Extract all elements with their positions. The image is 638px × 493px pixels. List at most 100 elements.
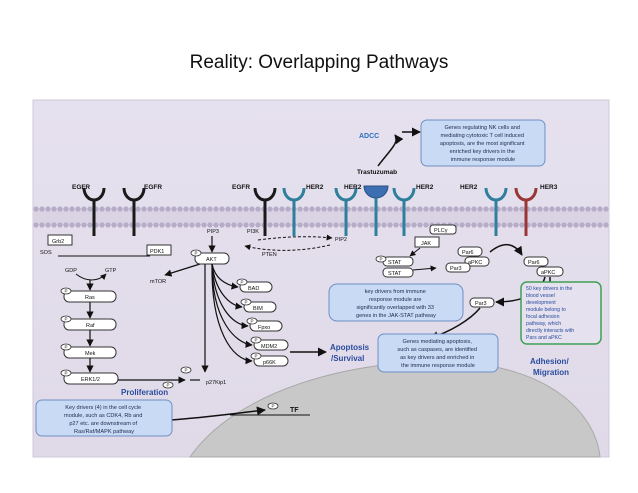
membrane-bead — [105, 206, 111, 212]
slide-title: Reality: Overlapping Pathways — [189, 52, 449, 73]
callout-nk-line-4: enriched key drivers in the — [450, 149, 515, 155]
membrane-bead — [213, 222, 219, 228]
callout-jakstat-line-3: significantly overlapped with 33 — [357, 305, 434, 311]
svg-text:P: P — [245, 300, 248, 305]
callout-blood-line-6: pathway, which — [526, 321, 561, 327]
membrane-bead — [51, 222, 57, 228]
membrane-bead — [561, 222, 567, 228]
pten-label: PTEN — [262, 252, 277, 258]
membrane-bead — [153, 222, 159, 228]
her2-receptor-1 — [282, 187, 306, 236]
phospho-ras: P — [60, 287, 72, 295]
svg-text:P: P — [65, 345, 68, 350]
membrane-bead — [141, 206, 147, 212]
membrane-bead — [561, 206, 567, 212]
membrane-bead — [549, 222, 555, 228]
her2-label-2: HER2 — [344, 184, 362, 191]
membrane-bead — [219, 222, 225, 228]
membrane-bead — [369, 206, 375, 212]
membrane-bead — [393, 206, 399, 212]
membrane-bead — [189, 206, 195, 212]
membrane-bead — [225, 206, 231, 212]
svg-text:P: P — [65, 289, 68, 294]
her2-label-4: HER2 — [460, 184, 478, 191]
jak-label: JAK — [421, 241, 431, 247]
svg-text:P: P — [195, 251, 198, 256]
membrane-bead — [285, 206, 291, 212]
membrane-bead — [219, 206, 225, 212]
membrane-bead — [45, 206, 51, 212]
membrane-bead — [39, 206, 45, 212]
svg-text:P: P — [272, 404, 275, 409]
membrane-bead — [357, 222, 363, 228]
callout-caspase-line-4: the immune response module — [401, 363, 475, 369]
membrane-bead — [471, 222, 477, 228]
akt-mtor-arrow — [164, 263, 201, 277]
membrane-bead — [507, 206, 513, 212]
membrane-bead — [69, 206, 75, 212]
callout-blood-vessel: 50 key drivers in the blood vessel devel… — [520, 281, 602, 345]
membrane-bead — [333, 206, 339, 212]
svg-text:P: P — [380, 257, 383, 262]
membrane-bead — [117, 206, 123, 212]
stat-out-arrow — [412, 265, 437, 272]
membrane-bead — [81, 222, 87, 228]
p66k-node — [253, 355, 289, 367]
membrane-bead — [273, 206, 279, 212]
membrane-bead — [417, 222, 423, 228]
trastuzumab-antibody — [363, 185, 389, 236]
egfr-label-1: EGFR — [72, 184, 90, 191]
adhesion-label-2: Migration — [533, 368, 569, 377]
egfr-receptor-2 — [122, 187, 146, 236]
membrane-bead — [417, 206, 423, 212]
phospho-stat: P — [375, 255, 387, 263]
membrane-bead — [501, 206, 507, 212]
callout-cell-cycle: Key drivers (4) in the cell cycle module… — [35, 399, 173, 437]
pdk1-label: PDK1 — [150, 249, 164, 255]
callout-caspase-line-2: such as caspases, are identified — [397, 347, 477, 353]
pip-conversion-arrow — [257, 234, 333, 241]
membrane-bead — [171, 206, 177, 212]
phospho-p27: P — [180, 366, 192, 374]
membrane-bead — [447, 206, 453, 212]
gtp-label: GTP — [105, 268, 117, 274]
membrane-bead — [459, 206, 465, 212]
membrane-bead — [351, 222, 357, 228]
callout-blood-line-5: focal adhesion — [526, 314, 560, 320]
svg-text:Genes regulating NK cells and: Genes regulating NK cells and mediating … — [440, 125, 526, 163]
membrane-bead — [411, 206, 417, 212]
egfr-label-2: EGFR — [144, 184, 162, 191]
membrane-bead — [567, 222, 573, 228]
her2-label-3: HER2 — [416, 184, 434, 191]
membrane-bead — [501, 222, 507, 228]
akt-bim-arrow — [211, 263, 243, 310]
membrane-bead — [531, 222, 537, 228]
membrane-bead — [243, 206, 249, 212]
par6-label-2: Par6 — [528, 260, 540, 266]
membrane-bead — [309, 222, 315, 228]
callout-cellcycle-line-1: Key drivers (4) in the cell cycle — [65, 405, 141, 411]
membrane-bead — [123, 206, 129, 212]
membrane-bead — [177, 206, 183, 212]
callout-cellcycle-line-3: p27 etc. are downstream of — [69, 421, 137, 427]
callout-caspase-line-3: as key drivers and enriched in — [400, 355, 474, 361]
membrane-bead — [255, 222, 261, 228]
membrane-bead — [423, 206, 429, 212]
membrane-bead — [531, 206, 537, 212]
par3-label-1: Par3 — [450, 266, 462, 272]
membrane-bead — [591, 222, 597, 228]
membrane-bead — [441, 206, 447, 212]
membrane-bead — [63, 206, 69, 212]
membrane-bead — [603, 206, 609, 212]
p66k-label: p66K — [263, 360, 276, 366]
membrane-bead — [321, 222, 327, 228]
par6-node-1 — [457, 246, 483, 257]
adcc-arrow — [377, 134, 404, 167]
membrane-bead — [309, 206, 315, 212]
membrane-bead — [477, 222, 483, 228]
membrane-bead — [381, 206, 387, 212]
akt-fpxo-arrow — [211, 263, 249, 330]
callout-blood-line-3: development — [526, 300, 556, 306]
membrane-bead — [237, 206, 243, 212]
membrane-bead — [147, 222, 153, 228]
